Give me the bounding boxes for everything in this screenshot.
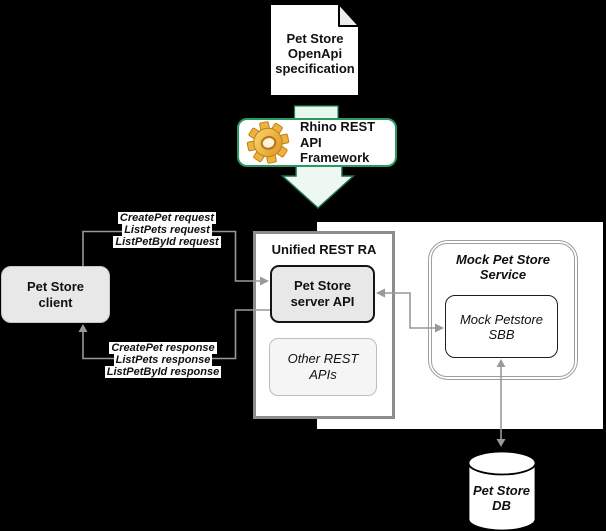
request-connector (82, 230, 260, 282)
database-label: Pet Store DB (472, 483, 531, 513)
unified-rest-ra-title: Unified REST RA (271, 242, 377, 257)
sbb-up-arrowhead (496, 359, 506, 367)
rhino-framework-box: Rhino REST API Framework (237, 118, 397, 167)
spec-document-label: Pet Store OpenApi specification (275, 31, 355, 76)
rhino-framework-label: Rhino REST API Framework (300, 119, 376, 166)
request-arrowhead (260, 276, 269, 286)
spec-document-fold (338, 3, 360, 27)
response-arrowhead (78, 324, 88, 332)
serverapi-sbb-connector (377, 292, 435, 329)
other-rest-apis-node: Other REST APIs (269, 338, 377, 396)
response-connector-label: CreatePet response ListPets response Lis… (104, 342, 222, 378)
gear-icon (246, 121, 290, 164)
database-cylinder-top (467, 450, 537, 476)
mock-petstore-sbb-node: Mock Petstore SBB (445, 295, 558, 358)
sbb-arrowhead (435, 323, 444, 333)
pet-store-server-api-node: Pet Store server API (270, 265, 375, 323)
response-connector (82, 309, 270, 360)
pet-store-client-node: Pet Store client (1, 266, 110, 323)
db-down-arrowhead (496, 439, 506, 447)
framework-down-arrow (280, 164, 356, 210)
mock-pet-store-service-title: Mock Pet Store Service (456, 252, 550, 282)
mock-pet-store-service-inner-border (431, 243, 575, 377)
spec-document-shape (269, 3, 360, 97)
request-connector-label: CreatePet request ListPets request ListP… (113, 212, 221, 248)
serverapi-arrowhead (376, 288, 385, 298)
